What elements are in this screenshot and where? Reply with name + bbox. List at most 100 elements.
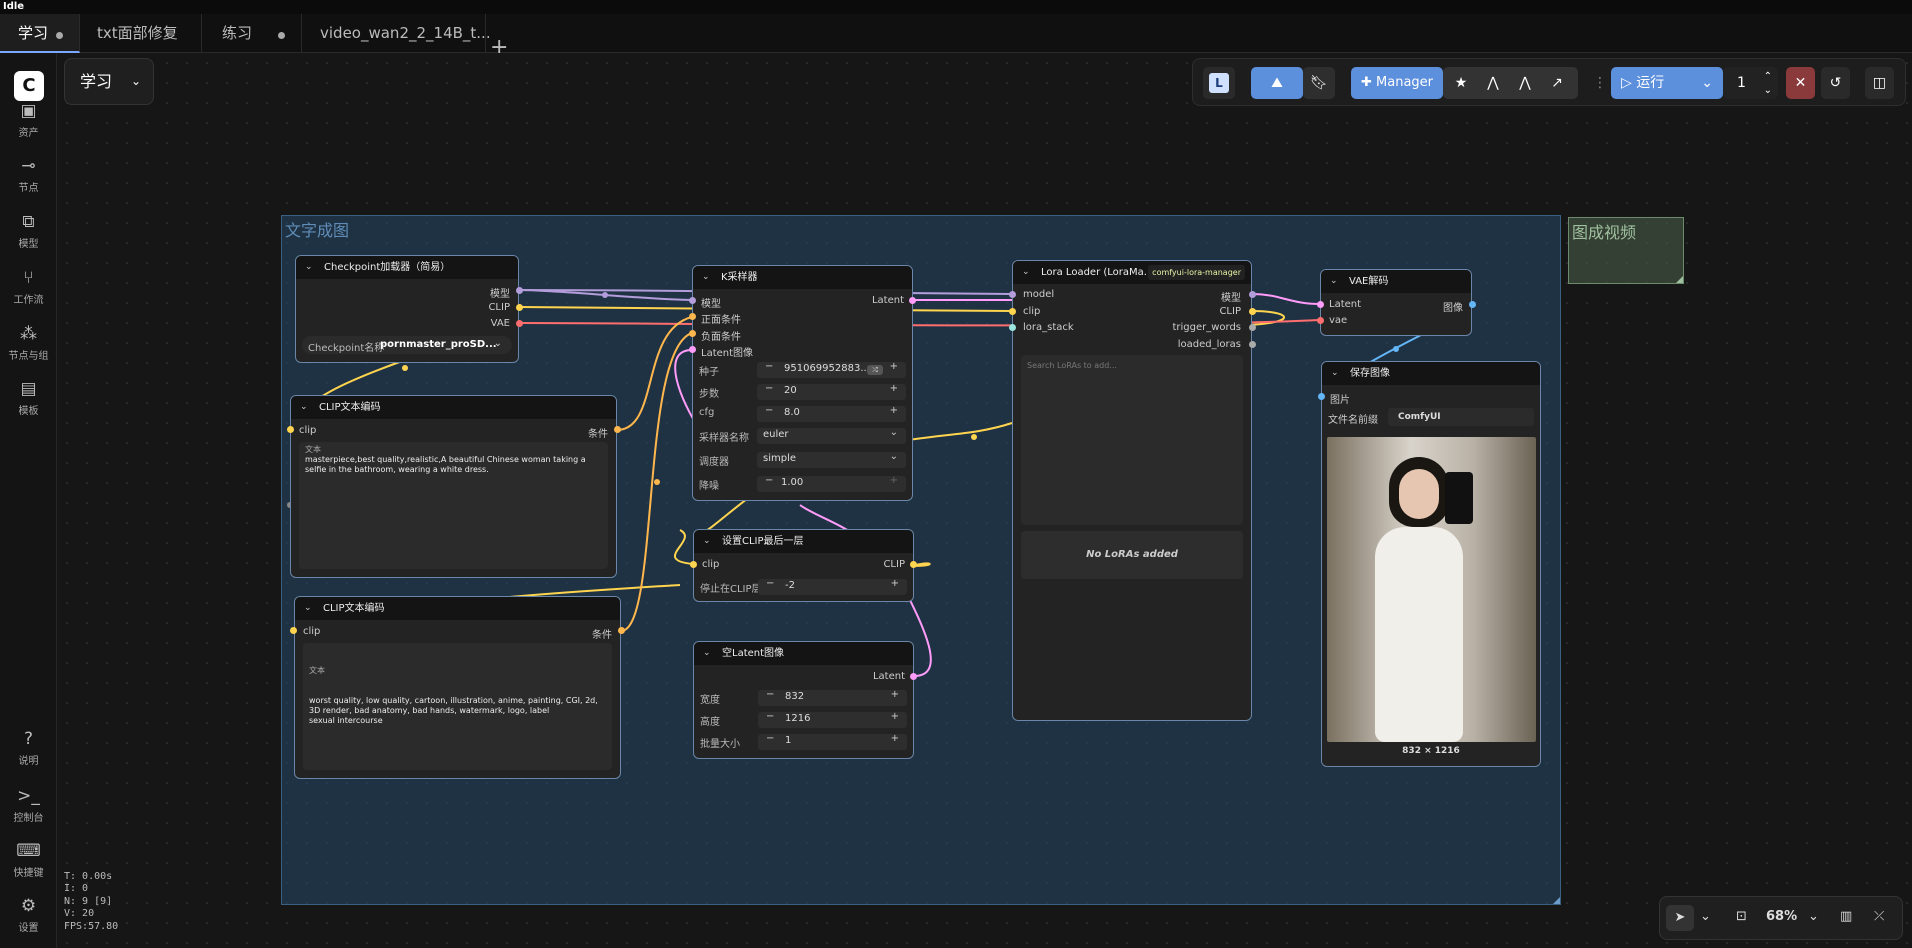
comfy-logo[interactable]: C — [14, 71, 44, 101]
increment-icon[interactable]: + — [890, 711, 899, 722]
node-clip-text-encode-negative[interactable]: ⌄CLIP文本编码 clip 条件 文本 worst quality, low … — [294, 596, 621, 779]
prompt-textarea[interactable]: 文本 worst quality, low quality, cartoon, … — [303, 643, 612, 770]
sidebar-item-templates[interactable]: ▤模板 — [0, 379, 57, 417]
output-loaded-loras[interactable]: loaded_loras — [1177, 339, 1241, 350]
node-header[interactable]: ⌄Lora Loader (LoraMa... comfyui-lora-man… — [1013, 261, 1251, 284]
increment-icon[interactable]: + — [889, 383, 898, 394]
prompt-textarea[interactable]: 文本 masterpiece,best quality,realistic,A … — [299, 442, 608, 569]
tab-video-wan[interactable]: video_wan2_2_14B_t... — [302, 14, 491, 53]
decrement-icon[interactable]: − — [766, 733, 775, 744]
widget-cfg[interactable]: cfg−8.0+ — [699, 405, 906, 422]
group-resize-handle[interactable] — [1553, 897, 1560, 904]
sidebar-item-assets[interactable]: ▣资产 — [0, 101, 57, 139]
input-latent-image[interactable]: Latent图像 — [701, 348, 754, 359]
input-images[interactable]: 图片 — [1330, 395, 1350, 406]
node-header[interactable]: ⌄Checkpoint加载器（简易） — [296, 256, 518, 279]
sidebar-item-models[interactable]: ⧉模型 — [0, 212, 57, 250]
output-clip[interactable]: CLIP — [1219, 306, 1241, 317]
sidebar-item-help[interactable]: ?说明 — [0, 729, 57, 767]
node-vae-decode[interactable]: ⌄VAE解码 Latent vae 图像 — [1320, 269, 1472, 336]
input-latent[interactable]: Latent — [1329, 299, 1362, 310]
tree-alt-icon[interactable]: ⋀ — [1519, 75, 1531, 91]
widget-height[interactable]: 高度−1216+ — [700, 711, 907, 728]
node-header[interactable]: ⌄CLIP文本编码 — [291, 396, 616, 419]
randomize-icon[interactable]: ⤮ — [867, 365, 883, 375]
group-resize-handle[interactable] — [1676, 276, 1683, 283]
node-clip-set-last-layer[interactable]: ⌄设置CLIP最后一层 clip CLIP 停止在CLIP层−-2+ — [693, 529, 914, 602]
chevron-down-icon[interactable]: ⌄ — [1808, 909, 1819, 924]
node-header[interactable]: ⌄保存图像 — [1322, 362, 1540, 385]
decrement-icon[interactable]: − — [765, 361, 774, 372]
lora-manager-badge-button[interactable]: L — [1203, 67, 1235, 99]
collapse-chevron-icon[interactable]: ⌄ — [1331, 368, 1339, 378]
input-vae[interactable]: vae — [1329, 315, 1348, 326]
widget-steps[interactable]: 步数−20+ — [699, 383, 906, 400]
collapse-chevron-icon[interactable]: ⌄ — [1022, 267, 1030, 277]
increment-icon[interactable]: + — [889, 475, 898, 486]
widget-seed[interactable]: 种子−951069952883...⤮+ — [699, 361, 906, 378]
node-header[interactable]: ⌄VAE解码 — [1321, 270, 1471, 293]
collapse-chevron-icon[interactable]: ⌄ — [305, 262, 313, 272]
node-checkpoint-loader[interactable]: ⌄Checkpoint加载器（简易） 模型 CLIP VAE Checkpoin… — [295, 255, 519, 363]
tab-lianxi[interactable]: 练习 — [202, 14, 302, 53]
run-button[interactable]: ▷ 运行⌄ — [1611, 67, 1723, 99]
node-save-image[interactable]: ⌄保存图像 图片 文件名前缀 ComfyUI 832 × 1216 — [1321, 361, 1541, 767]
sidebar-item-node-library[interactable]: ⁂节点与组 — [0, 324, 57, 362]
output-image-preview[interactable] — [1327, 437, 1536, 742]
node-header[interactable]: ⌄设置CLIP最后一层 — [694, 530, 913, 553]
star-icon[interactable]: ★ — [1454, 75, 1468, 91]
widget-stop-at-clip-layer[interactable]: 停止在CLIP层−-2+ — [700, 578, 907, 595]
group-image-to-video[interactable]: 图成视频 — [1568, 217, 1684, 284]
output-image[interactable]: 图像 — [1443, 303, 1463, 314]
output-trigger-words[interactable]: trigger_words — [1172, 322, 1241, 333]
increment-icon[interactable]: + — [890, 689, 899, 700]
output-model[interactable]: 模型 — [490, 289, 510, 300]
minimap-icon[interactable]: ▥ — [1840, 909, 1853, 924]
input-negative[interactable]: 负面条件 — [701, 332, 741, 343]
batch-count-input[interactable]: 1⌃⌄ — [1723, 67, 1778, 99]
drag-handle-icon[interactable]: ⋮⋮ — [1593, 75, 1621, 91]
decrement-icon[interactable]: − — [766, 711, 775, 722]
lora-search-input[interactable]: Search LoRAs to add... — [1021, 355, 1243, 525]
widget-batch-size[interactable]: 批量大小−1+ — [700, 733, 907, 750]
chevron-down-icon[interactable]: ⌄ — [1763, 85, 1772, 96]
input-clip[interactable]: clip — [702, 559, 720, 570]
decrement-icon[interactable]: − — [766, 578, 775, 589]
select-tool-icon[interactable]: ➤ — [1666, 905, 1694, 931]
output-conditioning[interactable]: 条件 — [592, 630, 612, 641]
tab-xuexi[interactable]: 学习 — [0, 14, 80, 53]
widget-width[interactable]: 宽度−832+ — [700, 689, 907, 706]
collapse-chevron-icon[interactable]: ⌄ — [300, 402, 308, 412]
extension-logo-button[interactable]: ⛰ — [1251, 67, 1303, 99]
share-icon[interactable]: ↗ — [1551, 75, 1563, 91]
tab-txt-face-repair[interactable]: txt面部修复 — [80, 14, 202, 53]
decrement-icon[interactable]: − — [765, 475, 774, 486]
node-ksampler[interactable]: ⌄K采样器 模型 正面条件 负面条件 Latent图像 Latent 种子−95… — [692, 265, 913, 501]
increment-icon[interactable]: + — [890, 578, 899, 589]
sidebar-item-workflows[interactable]: ⑂工作流 — [0, 268, 57, 306]
decrement-icon[interactable]: − — [766, 689, 775, 700]
node-clip-text-encode-positive[interactable]: ⌄CLIP文本编码 clip 条件 文本 masterpiece,best qu… — [290, 395, 617, 578]
node-lora-loader[interactable]: ⌄Lora Loader (LoraMa... comfyui-lora-man… — [1012, 260, 1252, 721]
ckpt-name-combo[interactable]: Checkpoint名称 pornmaster_proSD... ⌄ — [302, 336, 512, 354]
cancel-run-button[interactable]: ✕ — [1786, 67, 1815, 99]
node-empty-latent-image[interactable]: ⌄空Latent图像 Latent 宽度−832+ 高度−1216+ 批量大小−… — [693, 641, 914, 759]
chevron-up-icon[interactable]: ⌃ — [1763, 71, 1772, 82]
input-clip[interactable]: clip — [299, 425, 317, 436]
widget-denoise[interactable]: 降噪−1.00+ — [699, 475, 906, 492]
bookmark-button[interactable]: 🔖︎ — [1303, 67, 1335, 99]
queue-history-button[interactable]: ↺ — [1821, 67, 1850, 99]
collapse-chevron-icon[interactable]: ⌄ — [703, 536, 711, 546]
fit-view-icon[interactable]: ⊡ — [1736, 909, 1747, 924]
sidebar-item-shortcuts[interactable]: ⌨快捷键 — [0, 841, 57, 879]
node-header[interactable]: ⌄空Latent图像 — [694, 642, 913, 665]
widget-value[interactable]: ComfyUI — [1388, 408, 1534, 426]
collapse-chevron-icon[interactable]: ⌄ — [1330, 276, 1338, 286]
node-header[interactable]: ⌄CLIP文本编码 — [295, 597, 620, 620]
input-clip[interactable]: clip — [303, 626, 321, 637]
input-lora-stack[interactable]: lora_stack — [1023, 322, 1074, 333]
sidebar-item-settings[interactable]: ⚙设置 — [0, 896, 57, 934]
output-latent[interactable]: Latent — [871, 295, 904, 306]
sidebar-item-console[interactable]: >_控制台 — [0, 786, 57, 824]
